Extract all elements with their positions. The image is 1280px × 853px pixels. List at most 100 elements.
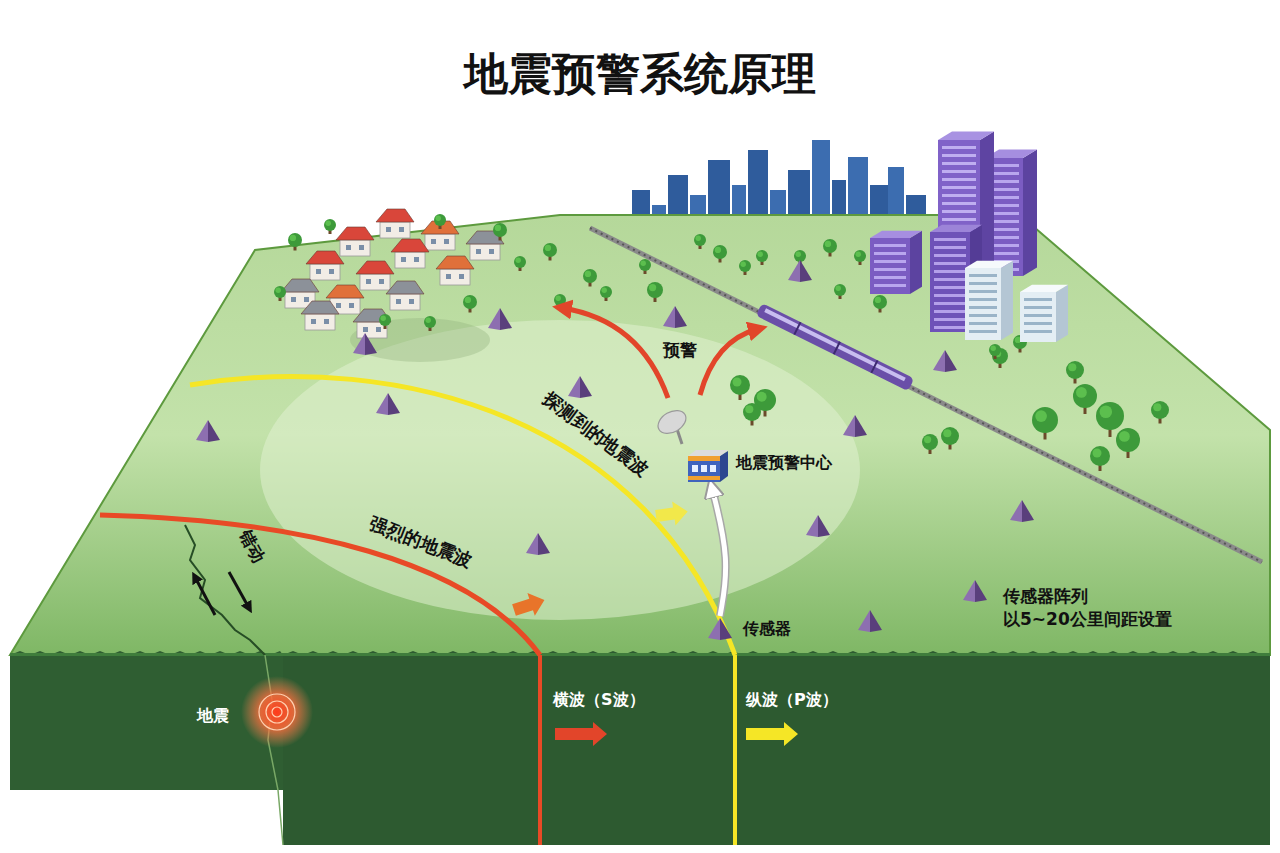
house-window <box>459 274 464 279</box>
building-front <box>870 238 910 294</box>
house-window <box>431 239 436 244</box>
tree-highlight <box>545 245 551 251</box>
tree <box>583 269 597 287</box>
tree-crown <box>647 282 663 298</box>
tree-crown <box>434 214 446 226</box>
sensor-cone <box>1010 500 1034 522</box>
tree <box>739 260 751 275</box>
building-windows <box>942 186 976 189</box>
tree-crown <box>324 219 336 231</box>
building-windows <box>874 244 906 247</box>
cone-light <box>376 393 388 415</box>
building-windows <box>934 294 966 297</box>
tree <box>713 245 727 263</box>
sensor-cone <box>843 415 867 437</box>
house-wall <box>470 244 500 260</box>
building <box>870 231 922 294</box>
tree-highlight <box>875 297 881 303</box>
house-window <box>476 249 481 254</box>
building-side <box>1001 261 1013 340</box>
cone-dark <box>870 610 882 632</box>
tree <box>854 250 866 265</box>
building-windows <box>934 246 966 249</box>
house <box>391 239 429 268</box>
tree-crown <box>694 234 706 246</box>
tree-highlight <box>757 392 767 402</box>
cone-light <box>806 515 818 537</box>
train-gap <box>793 322 801 335</box>
tree-crown <box>1090 446 1110 466</box>
tree <box>989 344 1001 359</box>
slip-arrow <box>229 572 249 608</box>
wave-type-label: 横波（S波） <box>553 690 645 709</box>
tree-crown <box>288 233 302 247</box>
tree-highlight <box>1100 406 1113 419</box>
house-window <box>489 249 494 254</box>
cone-light <box>353 333 365 355</box>
epicenter-label: 地震 <box>197 706 229 725</box>
house-roof <box>326 285 364 298</box>
ground-front-face <box>283 651 1270 845</box>
building-roof <box>870 231 922 238</box>
tree-crown <box>463 295 477 309</box>
tree <box>743 403 761 426</box>
warning-label: 预警 <box>663 340 697 360</box>
house-wall <box>390 294 420 310</box>
tree-crown <box>600 286 612 298</box>
building-windows <box>969 274 997 277</box>
tree-crown <box>834 284 846 296</box>
tree <box>274 286 286 301</box>
tree-crown <box>493 223 507 237</box>
tree-highlight <box>1035 410 1047 422</box>
cone-light <box>843 415 855 437</box>
tree-highlight <box>276 288 281 293</box>
building-windows <box>942 210 976 213</box>
block-arrow <box>510 589 548 622</box>
house-wall <box>380 222 410 238</box>
satellite-dish <box>654 406 690 444</box>
house-wall <box>305 314 335 330</box>
epicenter-ring <box>272 707 282 717</box>
building-windows <box>1024 298 1052 301</box>
tree-crown <box>1151 401 1169 419</box>
house-window <box>446 274 451 279</box>
cone-light <box>568 376 580 398</box>
sensor-cone <box>663 306 687 328</box>
building-side <box>910 231 922 294</box>
house <box>356 261 394 290</box>
tree-highlight <box>924 436 931 443</box>
train-body <box>756 303 914 391</box>
tree-highlight <box>696 236 701 241</box>
building-windows <box>969 306 997 309</box>
building-front <box>930 232 970 332</box>
tree <box>834 284 846 299</box>
wave-direction-arrow <box>746 722 798 746</box>
cone-light <box>963 580 975 602</box>
wave-type-label: 纵波（P波） <box>746 690 838 709</box>
tree-crown <box>583 269 597 283</box>
building-roof <box>930 225 982 232</box>
tree-crown <box>989 344 1001 356</box>
tree <box>543 243 557 261</box>
house-wall <box>425 234 455 250</box>
tree <box>493 223 507 241</box>
building-windows <box>969 282 997 285</box>
tree-crown <box>713 245 727 259</box>
wave-direction-arrow <box>510 589 548 622</box>
tree <box>1151 401 1169 424</box>
tree-crown <box>941 427 959 445</box>
cone-light <box>788 260 800 282</box>
tree-highlight <box>741 262 746 267</box>
tree <box>288 233 302 251</box>
sensor-cone <box>963 580 987 602</box>
house-window <box>316 269 321 274</box>
tree-highlight <box>796 252 801 257</box>
diagram-title: 地震预警系统原理 <box>0 48 1280 101</box>
center-band <box>688 476 720 480</box>
tree-crown <box>922 434 938 450</box>
sensor-cone <box>488 308 512 330</box>
tree-highlight <box>745 405 753 413</box>
building-roof <box>1020 285 1068 292</box>
train-gap <box>870 360 878 373</box>
train <box>756 303 914 391</box>
